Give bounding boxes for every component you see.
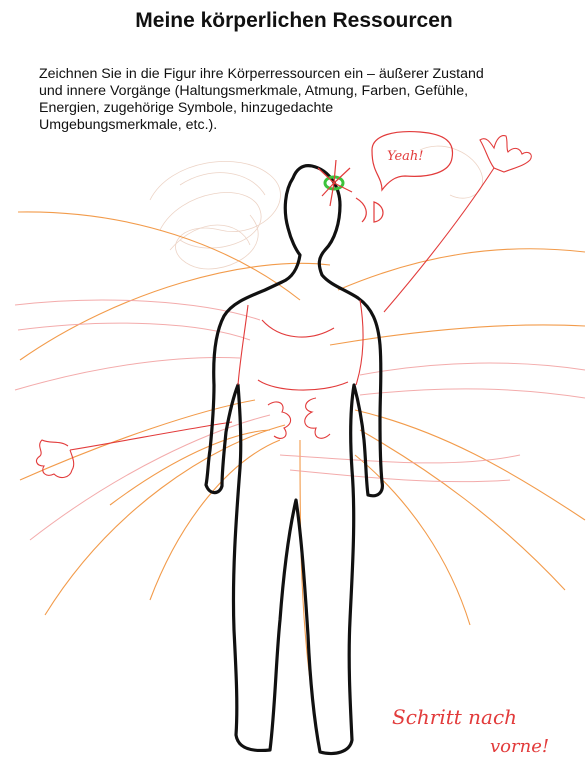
faint-scribble <box>150 146 483 269</box>
note-line-1: Schritt nach <box>392 705 517 729</box>
inner-body-marks <box>238 300 363 438</box>
orange-energy-arcs <box>18 212 585 680</box>
note-line-2: vorne! <box>490 736 549 757</box>
head-annotations <box>318 160 383 222</box>
handwritten-note: Schritt nach vorne! <box>392 705 549 757</box>
body-outline <box>206 166 382 754</box>
left-arm-extension <box>37 422 232 477</box>
speech-bubble: Yeah! <box>372 132 453 190</box>
speech-bubble-text: Yeah! <box>387 149 424 164</box>
